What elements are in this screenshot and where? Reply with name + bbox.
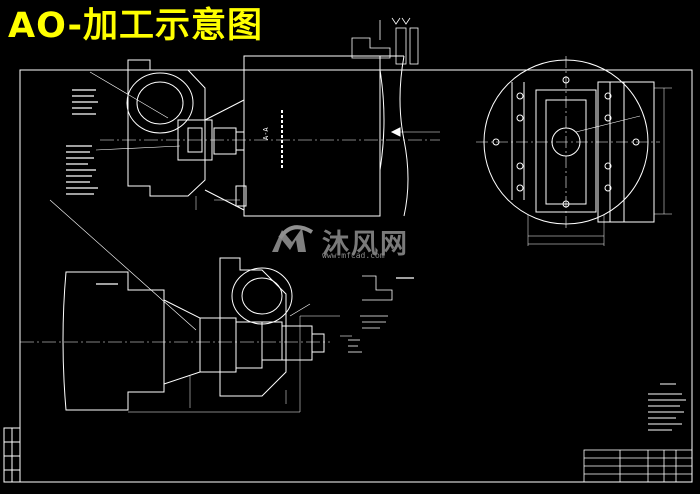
title-block	[583, 449, 693, 483]
technical-notes	[648, 383, 686, 431]
drawing-title: AO-加工示意图	[8, 6, 264, 46]
detail-profile	[348, 275, 414, 353]
view-top-machining	[89, 55, 440, 217]
watermark-text: 沐风网	[322, 229, 409, 260]
section-label: A-A	[262, 127, 270, 140]
view-side-plate	[476, 56, 672, 246]
drawing-frame	[3, 69, 693, 483]
mf-logo-icon	[272, 225, 314, 252]
view-bottom-machining	[20, 199, 352, 413]
watermark-url: www.mfcad.com	[322, 251, 385, 260]
upper-notes	[66, 89, 98, 195]
surface-roughness-block	[351, 17, 419, 65]
